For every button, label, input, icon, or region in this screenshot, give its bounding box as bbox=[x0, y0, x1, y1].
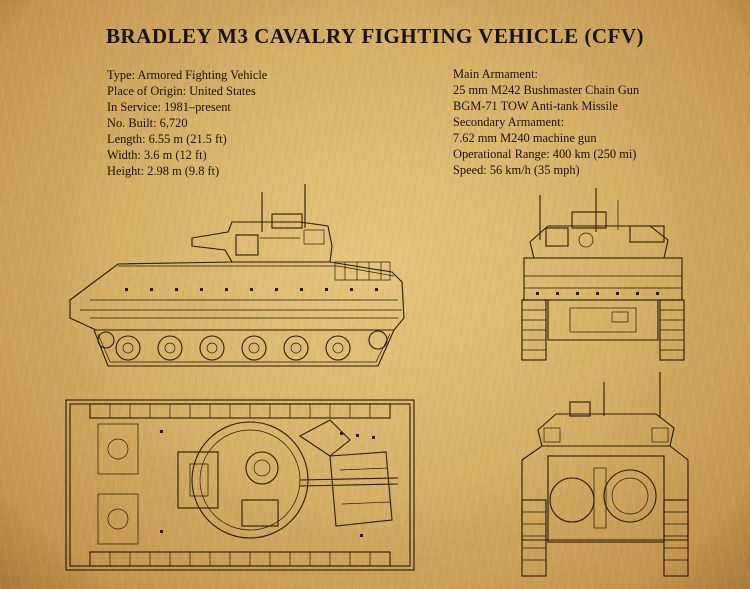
spec-height: Height: 2.98 m (9.8 ft) bbox=[107, 164, 220, 178]
spec-origin: Place of Origin: United States bbox=[107, 84, 256, 98]
spec-in-service: In Service: 1981–present bbox=[107, 100, 231, 114]
poster-title: BRADLEY M3 CAVALRY FIGHTING VEHICLE (CFV… bbox=[105, 24, 644, 48]
side-view-drawing bbox=[69, 184, 405, 367]
spec-missile: BGM-71 TOW Anti-tank Missile bbox=[453, 99, 618, 113]
specs-left: Type: Armored Fighting Vehicle Place of … bbox=[107, 67, 267, 179]
spec-width: Width: 3.6 m (12 ft) bbox=[107, 148, 207, 162]
spec-secondary-armament-heading: Secondary Armament: bbox=[453, 115, 565, 129]
spec-main-gun: 25 mm M242 Bushmaster Chain Gun bbox=[453, 83, 640, 97]
spec-number-built: No. Built: 6,720 bbox=[107, 116, 188, 130]
front-view-drawing bbox=[521, 188, 685, 361]
spec-type: Type: Armored Fighting Vehicle bbox=[107, 68, 268, 82]
spec-length: Length: 6.55 m (21.5 ft) bbox=[107, 132, 227, 146]
spec-machine-gun: 7.62 mm M240 machine gun bbox=[453, 131, 597, 145]
specs-right: Main Armament: 25 mm M242 Bushmaster Cha… bbox=[453, 66, 639, 178]
top-view-drawing bbox=[65, 399, 415, 571]
spec-speed: Speed: 56 km/h (35 mph) bbox=[453, 163, 580, 177]
spec-range: Operational Range: 400 km (250 mi) bbox=[453, 147, 637, 161]
rear-view-drawing bbox=[521, 372, 689, 577]
spec-main-armament-heading: Main Armament: bbox=[453, 67, 538, 81]
